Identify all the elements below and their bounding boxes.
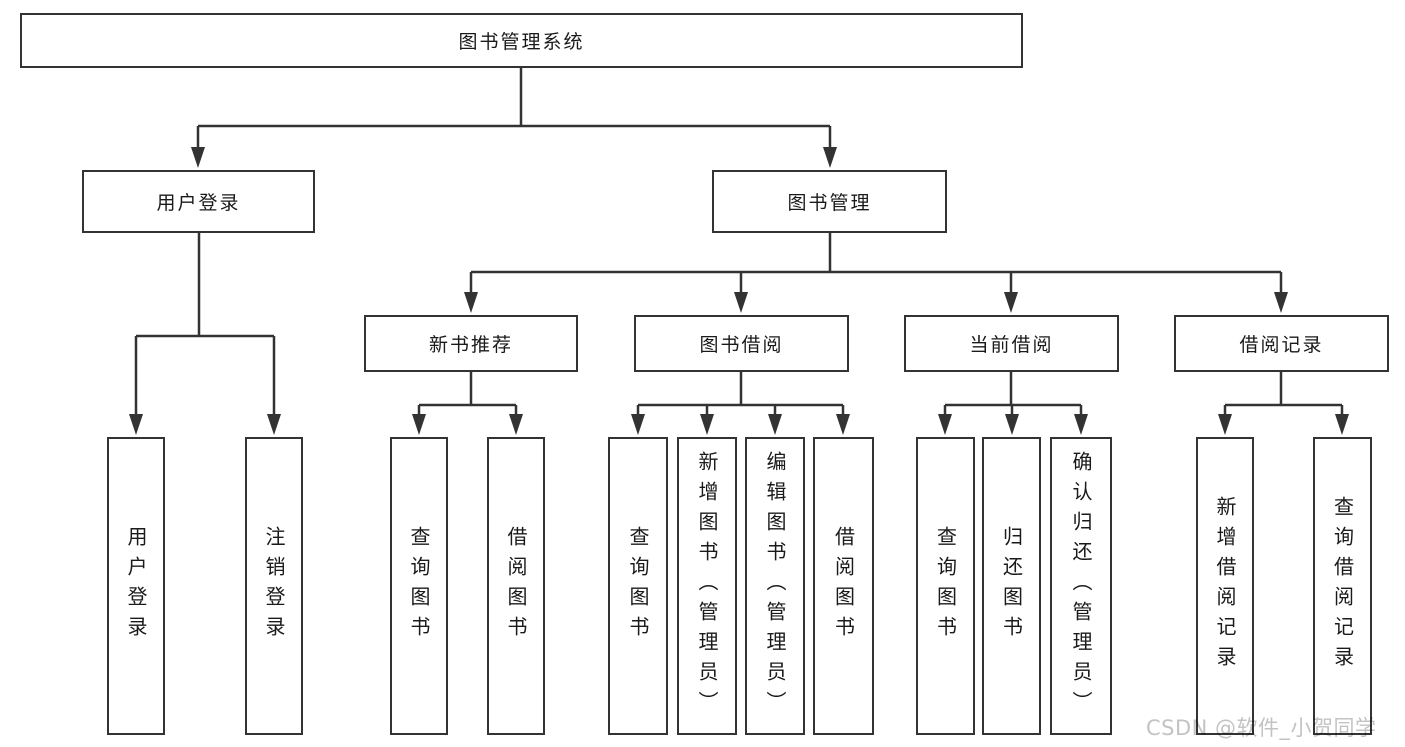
- connector-current-borrowing-to-children: [943, 372, 1083, 420]
- node-new-book-recommendation: 新书推荐: [364, 315, 578, 372]
- node-edit-book-admin: 编辑图书（管理员）: [745, 437, 805, 735]
- connector-book-management-to-level3: [469, 233, 1283, 298]
- node-return-books: 归还图书: [982, 437, 1041, 735]
- connector-borrowing-records-to-children: [1223, 372, 1344, 420]
- csdn-watermark: CSDN @软件_小贺同学: [1146, 716, 1377, 740]
- node-user-login-leaf: 用户登录: [107, 437, 165, 735]
- connector-book-borrowing-to-children: [636, 372, 845, 420]
- node-query-books-current: 查询图书: [916, 437, 975, 735]
- node-add-borrow-record: 新增借阅记录: [1196, 437, 1254, 735]
- node-borrowing-records: 借阅记录: [1174, 315, 1389, 372]
- node-book-borrowing: 图书借阅: [634, 315, 849, 372]
- node-query-books-borrowing: 查询图书: [608, 437, 668, 735]
- node-current-borrowing: 当前借阅: [904, 315, 1119, 372]
- node-borrow-books-borrowing: 借阅图书: [813, 437, 874, 735]
- connector-new-book-recommendation-to-children: [417, 372, 518, 420]
- node-add-book-admin: 新增图书（管理员）: [677, 437, 737, 735]
- node-borrow-books-recommendation: 借阅图书: [487, 437, 545, 735]
- connector-user-login-to-children: [134, 233, 276, 420]
- node-book-management: 图书管理: [712, 170, 947, 233]
- connector-root-to-level2: [196, 68, 832, 152]
- node-library-management-system: 图书管理系统: [20, 13, 1023, 68]
- node-user-login: 用户登录: [82, 170, 315, 233]
- node-confirm-return-admin: 确认归还（管理员）: [1050, 437, 1112, 735]
- node-query-borrow-record: 查询借阅记录: [1313, 437, 1372, 735]
- node-logout: 注销登录: [245, 437, 303, 735]
- node-query-books-recommendation: 查询图书: [390, 437, 448, 735]
